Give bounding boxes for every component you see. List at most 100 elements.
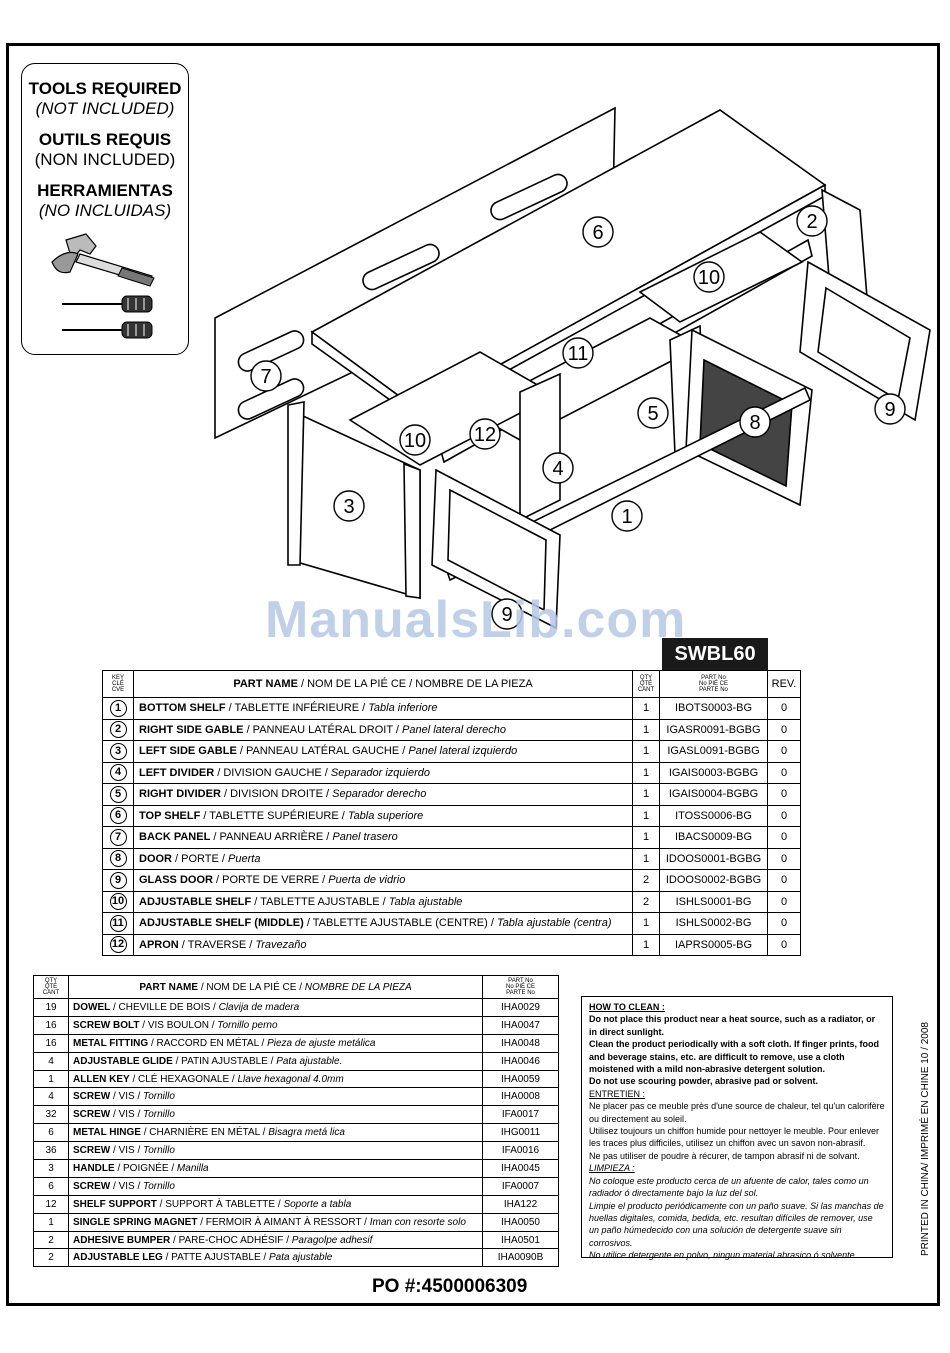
part-qty: 1 bbox=[632, 826, 660, 849]
part-rev: 0 bbox=[767, 869, 801, 892]
part-name: GLASS DOOR / PORTE DE VERRE / Puerta de … bbox=[133, 869, 633, 892]
part-key-badge: 6 bbox=[109, 807, 127, 825]
hw-name: ALLEN KEY / CLÉ HEXAGONALE / Llave hexag… bbox=[68, 1069, 483, 1089]
part-name: LEFT SIDE GABLE / PANNEAU LATÉRAL GAUCHE… bbox=[133, 740, 633, 763]
hw-part-number: IHA0048 bbox=[482, 1033, 559, 1053]
hw-name: ADJUSTABLE LEG / PATTE AJUSTABLE / Pata … bbox=[68, 1248, 483, 1268]
hw-name: SCREW BOLT / VIS BOULON / Tornillo perno bbox=[68, 1015, 483, 1035]
part-key: 4 bbox=[102, 761, 134, 784]
hw-name: SCREW / VIS / Tornillo bbox=[68, 1141, 483, 1161]
hw-part-number: IHA0050 bbox=[482, 1212, 559, 1232]
header-key: KEY CLÉ CVE bbox=[102, 670, 134, 698]
part-name: TOP SHELF / TABLETTE SUPÉRIEURE / Tabla … bbox=[133, 804, 633, 827]
tools-title-en: TOOLS REQUIRED bbox=[28, 79, 182, 98]
callout-2-label: 2 bbox=[806, 211, 817, 233]
clean-es-3: No utilice detergente en polvo, ningun m… bbox=[589, 1250, 858, 1261]
clean-en-1: Do not place this product near a heat so… bbox=[589, 1014, 876, 1037]
parts-row: 10 ADJUSTABLE SHELF / TABLETTE AJUSTABLE … bbox=[102, 890, 801, 913]
part-number: IGASR0091-BGBG bbox=[659, 718, 768, 741]
part-rev: 0 bbox=[767, 718, 801, 741]
parts-table: KEY CLÉ CVE PART NAME / NOM DE LA PIÉ CE… bbox=[102, 670, 801, 956]
part-key-badge: 10 bbox=[109, 893, 127, 911]
part-number: IGAIS0003-BGBG bbox=[659, 761, 768, 784]
part-key-badge: 8 bbox=[109, 850, 127, 868]
part-name: ADJUSTABLE SHELF / TABLETTE AJUSTABLE / … bbox=[133, 890, 633, 913]
callout-8-label: 8 bbox=[749, 412, 760, 434]
tools-sub-fr: (NON INCLUDED) bbox=[34, 150, 176, 169]
exploded-assembly-diagram: 1 2 3 4 5 6 7 8 9 9 10 10 11 12 bbox=[214, 106, 931, 630]
left-divider bbox=[519, 372, 561, 522]
part-number: IGASL0091-BGBG bbox=[659, 740, 768, 763]
tools-illustration bbox=[51, 233, 155, 339]
hw-qty: 6 bbox=[33, 1123, 69, 1143]
callout-3 bbox=[333, 490, 365, 522]
header-qty: QTY QTÉ CANT bbox=[632, 670, 660, 698]
callout-11 bbox=[562, 337, 594, 369]
callout-4 bbox=[542, 452, 574, 484]
clean-fr-2: Utilisez toujours un chiffon humide pour… bbox=[589, 1126, 879, 1149]
callout-8 bbox=[739, 406, 771, 438]
part-key: 12 bbox=[102, 933, 134, 956]
part-number: IAPRS0005-BG bbox=[659, 933, 768, 956]
phillips-screwdriver-icon bbox=[62, 295, 153, 313]
callout-1-label: 1 bbox=[621, 506, 632, 528]
part-key: 9 bbox=[102, 869, 134, 892]
callout-10a-label: 10 bbox=[698, 267, 720, 289]
tools-required-box: TOOLS REQUIRED (NOT INCLUDED) OUTILS REQ… bbox=[21, 63, 189, 355]
header-part-name: PART NAME / NOM DE LA PIÉ CE / NOMBRE DE… bbox=[133, 670, 633, 698]
hw-part-number: IHA0090B bbox=[482, 1248, 559, 1268]
printed-in-china: PRINTED IN CHINA/ IMPRIMÉ EN CHINE 10 / … bbox=[920, 1022, 931, 1256]
callout-6-label: 6 bbox=[592, 222, 603, 244]
hw-part-number: IHA0029 bbox=[482, 998, 559, 1017]
part-name: APRON / TRAVERSE / Travezaño bbox=[133, 933, 633, 956]
hw-part-number: IHG0011 bbox=[482, 1123, 559, 1143]
part-key: 5 bbox=[102, 783, 134, 806]
part-qty: 1 bbox=[632, 847, 660, 870]
part-key: 3 bbox=[102, 740, 134, 763]
hw-part-number: IHA0045 bbox=[482, 1159, 559, 1178]
hw-header-qty: QTY QTÉ CANT bbox=[33, 975, 69, 999]
part-key-badge: 7 bbox=[109, 828, 127, 846]
part-rev: 0 bbox=[767, 826, 801, 849]
part-name: RIGHT DIVIDER / DIVISION DROITE / Separa… bbox=[133, 783, 633, 806]
hw-name: SCREW / VIS / Tornillo bbox=[68, 1105, 483, 1125]
part-key-badge: 3 bbox=[109, 742, 127, 760]
part-key-badge: 11 bbox=[109, 914, 127, 932]
hw-name: DOWEL / CHEVILLE DE BOIS / Clavija de ma… bbox=[68, 998, 483, 1017]
clean-fr-3: Ne pas utiliser de poudre à récurer, de … bbox=[589, 1150, 860, 1161]
hw-part-number: IFA0007 bbox=[482, 1176, 559, 1196]
callout-5-label: 5 bbox=[647, 403, 658, 425]
callout-3-label: 3 bbox=[343, 496, 354, 518]
hw-qty: 4 bbox=[33, 1087, 69, 1107]
part-name: LEFT DIVIDER / DIVISION GAUCHE / Separad… bbox=[133, 761, 633, 784]
callout-9b-label: 9 bbox=[501, 604, 512, 626]
part-qty: 2 bbox=[632, 890, 660, 913]
hardware-table: QTY QTÉ CANT PART NAME / NOM DE LA PIÉ C… bbox=[33, 975, 559, 1268]
header-part-no: PART No No PIÉ CE PARTE No bbox=[659, 670, 768, 698]
callout-5 bbox=[637, 397, 669, 429]
callout-7-label: 7 bbox=[260, 366, 271, 388]
hw-qty: 4 bbox=[33, 1051, 69, 1071]
part-key-badge: 1 bbox=[109, 699, 127, 717]
part-key: 7 bbox=[102, 826, 134, 849]
hw-qty: 12 bbox=[33, 1194, 69, 1214]
hw-qty: 19 bbox=[33, 998, 69, 1017]
hw-part-number: IFA0016 bbox=[482, 1141, 559, 1161]
part-qty: 1 bbox=[632, 718, 660, 741]
hw-name: METAL FITTING / RACCORD EN MÉTAL / Pieza… bbox=[68, 1033, 483, 1053]
callout-9a-label: 9 bbox=[884, 399, 895, 421]
part-number: ISHLS0002-BG bbox=[659, 912, 768, 935]
part-key-badge: 2 bbox=[109, 721, 127, 739]
header-rev: REV. bbox=[767, 670, 801, 698]
